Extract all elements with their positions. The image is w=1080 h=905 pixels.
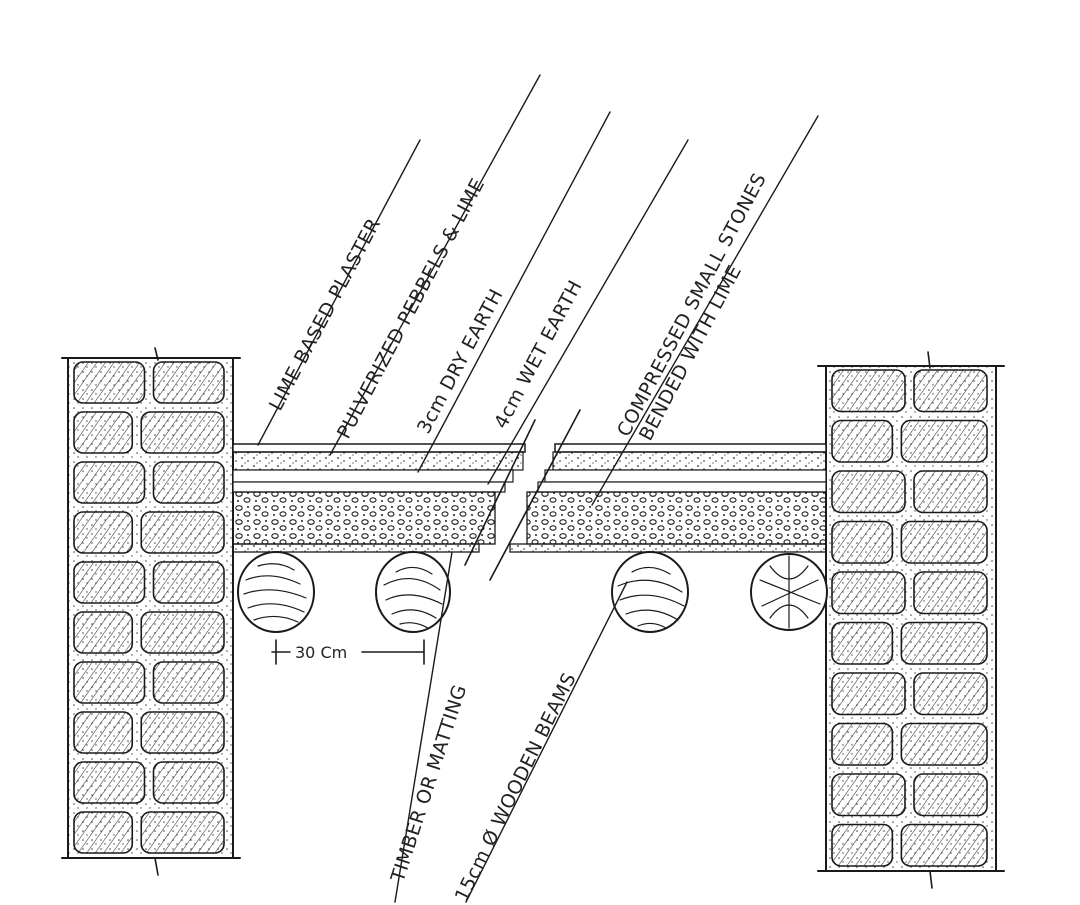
wall-stone [913, 672, 988, 716]
wall-stone [73, 711, 134, 754]
lime-plaster-layer-right [554, 443, 827, 453]
wooden-beam [375, 551, 451, 633]
leader-lines [257, 74, 819, 903]
wet-earth-layer-right [537, 481, 827, 493]
wall-stone [900, 722, 988, 766]
wall-stone [140, 811, 225, 854]
wall-stone [831, 369, 906, 413]
timber-matting-layer-left [232, 543, 480, 553]
wall-stone [831, 823, 894, 867]
wall-stone [900, 520, 988, 564]
wooden-beams [237, 551, 828, 633]
wall-stone [140, 411, 225, 454]
wall-stone [913, 773, 988, 817]
wall-stone [73, 811, 134, 854]
wall-stone [140, 611, 225, 654]
label-timber-matting: TIMBER OR MATTING [387, 682, 472, 886]
wall-stone [152, 461, 225, 504]
timber-matting-layer-right [509, 543, 827, 553]
wall-stone [73, 411, 134, 454]
wall-stone [831, 773, 906, 817]
wall-stone [831, 672, 906, 716]
wall-stone [140, 511, 225, 554]
wall-stone [73, 511, 134, 554]
wall-stone [73, 361, 146, 404]
wall-stone [73, 611, 134, 654]
wall-stone [900, 823, 988, 867]
pebbles-lime-layer-right [552, 451, 827, 471]
wall-stone [152, 661, 225, 704]
dry-earth-layer-right [544, 469, 827, 483]
label-pebbles-lime: PULVERIZED PEBBELS & LIME [333, 175, 489, 443]
wall-stone [73, 561, 146, 604]
wall-stone [831, 520, 894, 564]
wooden-beam [750, 553, 828, 631]
wet-earth-layer-left [232, 481, 506, 493]
spacing-label: 30 Cm [295, 643, 347, 662]
label-wooden-beams: 15cm Ø WOODEN BEAMS [451, 669, 581, 905]
wall-stone [152, 361, 225, 404]
wall-stone [73, 461, 146, 504]
right-stone-wall [817, 351, 1005, 889]
pebbles-lime-layer-left [232, 451, 524, 471]
wall-stone [73, 761, 146, 804]
wall-stone [831, 419, 894, 463]
wall-stone [73, 661, 146, 704]
wall-stone [913, 369, 988, 413]
wooden-beam [237, 551, 315, 633]
wall-stone [831, 571, 906, 615]
dry-earth-layer-left [232, 469, 514, 483]
wall-stone [900, 419, 988, 463]
wooden-beam [611, 551, 689, 633]
break-line [464, 409, 581, 581]
wall-stone [913, 470, 988, 514]
label-compressed-stones: COMPRESSED SMALL STONES [613, 169, 771, 440]
wall-stone [831, 470, 906, 514]
left-stone-wall [61, 347, 241, 876]
spacing-dimension: 30 Cm [271, 639, 425, 665]
wall-stone [900, 621, 988, 665]
wall-stone [152, 561, 225, 604]
wall-stone [831, 722, 894, 766]
compressed-stones-layer-left [232, 491, 496, 545]
roof-slab [232, 409, 827, 581]
wall-stone [831, 621, 894, 665]
wall-stone [140, 711, 225, 754]
lime-plaster-layer-left [232, 443, 526, 453]
wall-stone [152, 761, 225, 804]
compressed-stones-layer-right [526, 491, 827, 545]
wall-stone [913, 571, 988, 615]
